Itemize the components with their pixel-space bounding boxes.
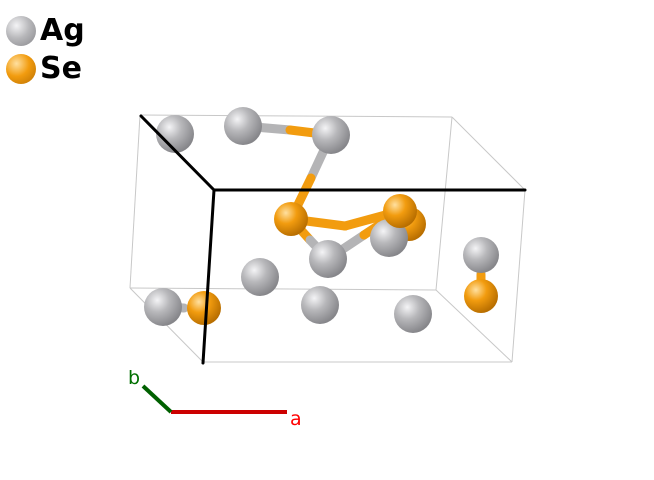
unit-cell-bold-edges xyxy=(139,114,527,365)
cell-edge xyxy=(511,189,526,363)
cell-edge xyxy=(435,116,453,291)
ag-atom xyxy=(309,240,347,278)
ag-swatch-icon xyxy=(6,16,36,46)
cell-edge xyxy=(129,114,141,289)
legend-item-ag: Ag xyxy=(6,12,85,50)
se-atom xyxy=(383,194,417,228)
cell-edge xyxy=(139,114,453,118)
bonds xyxy=(158,121,486,313)
cell-edge xyxy=(451,116,526,191)
cell-edge xyxy=(435,289,513,363)
b-axis-line xyxy=(141,384,173,414)
ag-atom xyxy=(156,115,194,153)
axis-indicator: a b xyxy=(128,367,302,430)
legend-label-se: Se xyxy=(40,51,82,86)
legend-label-ag: Ag xyxy=(40,13,85,48)
se-atom xyxy=(274,202,308,236)
b-axis-label: b xyxy=(128,367,140,389)
a-axis-label: a xyxy=(290,408,302,430)
se-atom xyxy=(464,279,498,313)
ag-atom xyxy=(301,286,339,324)
ag-atom xyxy=(312,116,350,154)
ag-atom xyxy=(370,219,408,257)
se-atom xyxy=(187,291,221,325)
legend-item-se: Se xyxy=(6,50,85,88)
ag-atom xyxy=(241,258,279,296)
cell-edge-bold xyxy=(201,188,216,365)
legend: Ag Se xyxy=(6,12,85,88)
se-swatch-icon xyxy=(6,54,36,84)
ag-atom xyxy=(463,237,499,273)
ag-atom xyxy=(224,107,262,145)
ag-atom xyxy=(144,288,182,326)
cell-edge xyxy=(129,287,437,291)
unit-cell-thin-edges xyxy=(129,114,526,363)
cell-edge-bold xyxy=(139,114,216,192)
atoms xyxy=(144,107,499,333)
ag-atom xyxy=(394,295,432,333)
